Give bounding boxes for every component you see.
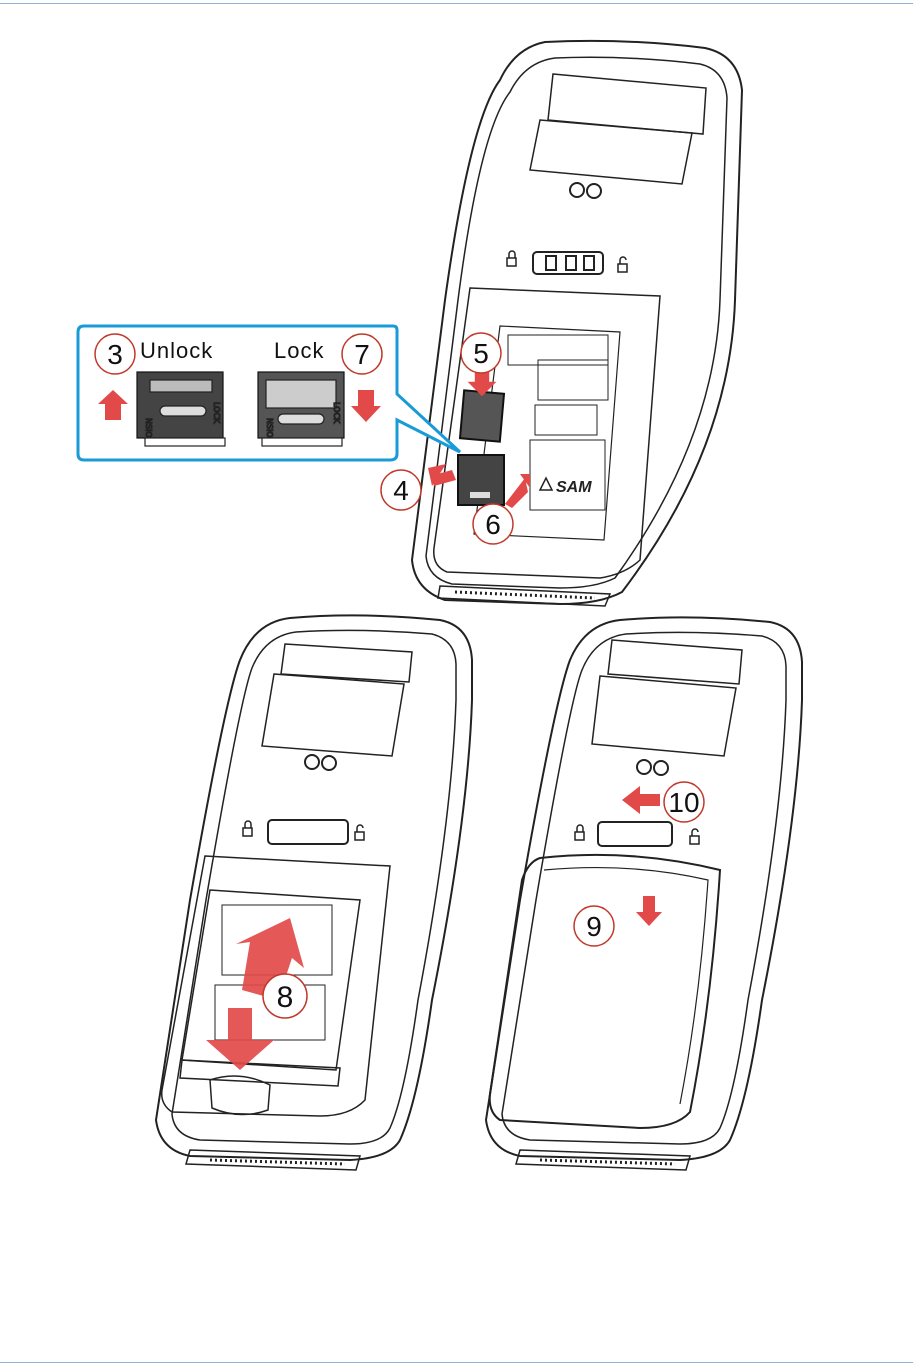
svg-text:9: 9 — [586, 911, 602, 942]
step-9: 9 — [574, 906, 614, 946]
step-5: 5 — [461, 333, 501, 373]
lock-icon — [243, 821, 252, 836]
slot-detail-inset: 3 Unlock Lock 7 NSIO LOCK NSIO LOCK — [78, 326, 460, 460]
arrow-left-icon — [622, 786, 660, 814]
svg-text:LOCK: LOCK — [212, 402, 221, 424]
step-7: 7 — [342, 334, 382, 374]
arrow-down-icon — [206, 1008, 274, 1070]
unlock-label: Unlock — [140, 338, 213, 363]
sam-label: SAM — [556, 479, 592, 496]
step-10: 10 — [664, 782, 704, 822]
step-4: 4 — [381, 470, 421, 510]
svg-text:6: 6 — [485, 509, 501, 540]
sam-slot-label: SAM — [540, 478, 592, 496]
svg-text:7: 7 — [354, 339, 370, 370]
arrow-left-icon — [428, 464, 456, 486]
svg-text:NSIO: NSIO — [144, 418, 153, 438]
lock-icon — [575, 825, 584, 840]
device-bottom-right — [486, 617, 802, 1170]
svg-text:3: 3 — [107, 339, 123, 370]
unlock-icon — [690, 829, 699, 844]
svg-text:LOCK: LOCK — [332, 402, 341, 424]
svg-text:NSIO: NSIO — [265, 418, 274, 438]
arrow-down-icon — [636, 896, 662, 926]
svg-text:5: 5 — [473, 338, 489, 369]
svg-text:4: 4 — [393, 475, 409, 506]
sim-slot-locked: NSIO LOCK — [258, 372, 344, 446]
lock-label: Lock — [274, 338, 324, 363]
device-bottom-left — [156, 615, 472, 1170]
svg-text:10: 10 — [668, 787, 699, 818]
unlock-icon — [618, 257, 627, 272]
unlock-icon — [355, 825, 364, 840]
lock-icon — [507, 251, 516, 266]
svg-text:8: 8 — [277, 981, 294, 1014]
step-3: 3 — [95, 334, 135, 374]
arrow-up-icon — [505, 474, 530, 508]
step-6: 6 — [473, 504, 513, 544]
sim-slot-unlocked: NSIO LOCK — [137, 372, 225, 446]
device-top — [412, 41, 742, 606]
step-8: 8 — [263, 974, 307, 1018]
